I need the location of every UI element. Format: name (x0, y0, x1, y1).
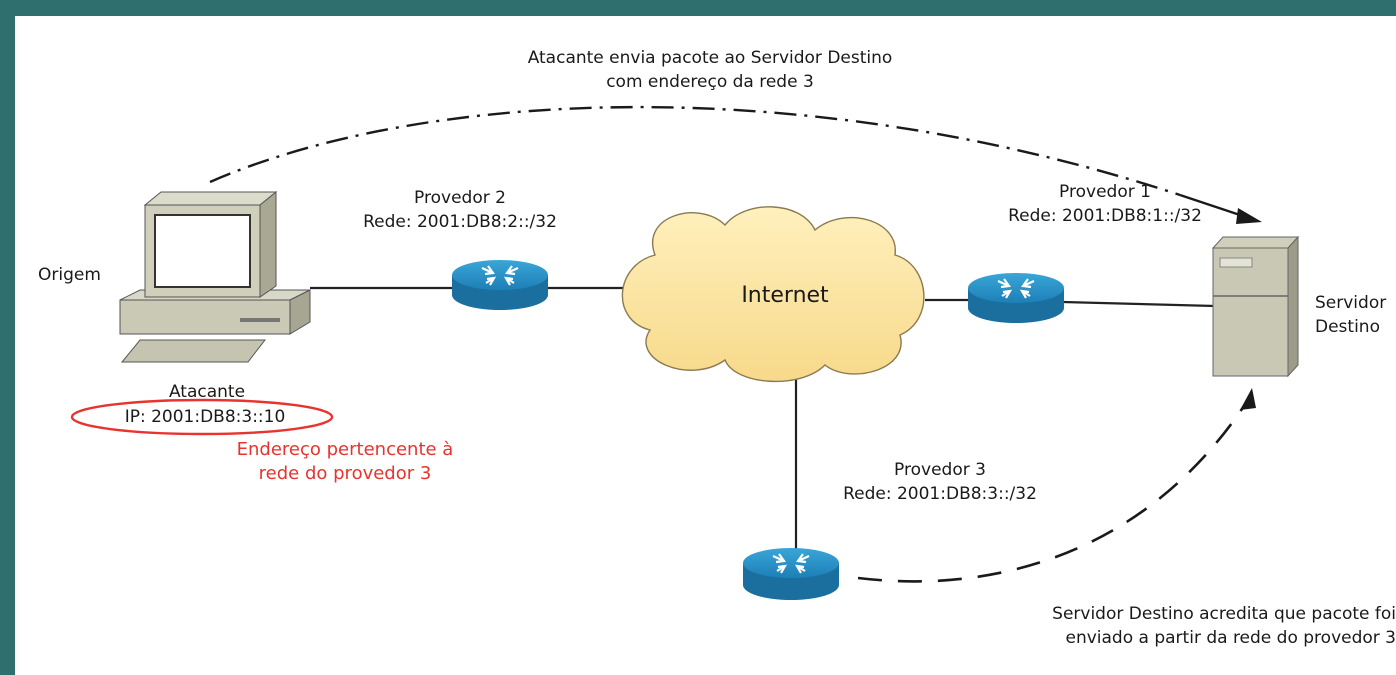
bottom-annotation: Servidor Destino acredita que pacote foi… (970, 602, 1396, 650)
cloud-icon (621, 206, 925, 383)
top-annotation: Atacante envia pacote ao Servidor Destin… (480, 46, 940, 94)
router-icon (452, 260, 548, 310)
bottom-annotation-line1: Servidor Destino acredita que pacote foi (1052, 604, 1396, 624)
provider2-label: Provedor 2 Rede: 2001:DB8:2::/32 (325, 186, 595, 234)
attack-path-arc (209, 105, 1181, 197)
provider1-network: Rede: 2001:DB8:1::/32 (1008, 206, 1202, 226)
provider3-network: Rede: 2001:DB8:3::/32 (843, 484, 1037, 504)
link-router1-server (1062, 300, 1216, 308)
origin-label: Origem (38, 265, 101, 285)
network-diagram (70, 105, 1300, 600)
attacker-label: Atacante (168, 382, 246, 402)
red-note-line2: rede do provedor 3 (258, 463, 432, 484)
internet-label: Internet (741, 283, 829, 308)
bottom-annotation-line2: enviado a partir da rede do provedor 3 (1065, 628, 1396, 648)
provider1-name: Provedor 1 (1059, 182, 1151, 202)
server-label: Servidor Destino (1315, 291, 1386, 339)
provider1-label: Provedor 1 Rede: 2001:DB8:1::/32 (970, 180, 1240, 228)
router-icon (968, 273, 1064, 323)
arrow-head-top (1236, 208, 1262, 224)
server-label-line1: Servidor (1315, 293, 1387, 313)
red-note: Endereço pertencente à rede do provedor … (195, 438, 495, 486)
attacker-ip: IP: 2001:DB8:3::10 (124, 407, 286, 427)
server-icon (1211, 235, 1300, 378)
top-annotation-line1: Atacante envia pacote ao Servidor Destin… (527, 48, 893, 68)
trust-path-arc (857, 399, 1250, 583)
diagram-canvas: Atacante envia pacote ao Servidor Destin… (15, 16, 1396, 675)
provider2-network: Rede: 2001:DB8:2::/32 (363, 212, 557, 232)
top-annotation-line2: com endereço da rede 3 (606, 72, 814, 92)
red-note-line1: Endereço pertencente à (236, 439, 454, 460)
router-icon (743, 548, 839, 600)
computer-icon (119, 190, 311, 363)
provider2-name: Provedor 2 (414, 188, 506, 208)
link-lines (310, 286, 1216, 560)
provider3-name: Provedor 3 (894, 460, 986, 480)
server-label-line2: Destino (1315, 317, 1380, 337)
ip-highlight-ellipse (70, 398, 334, 436)
arrow-head-bottom (1240, 388, 1256, 410)
provider3-label: Provedor 3 Rede: 2001:DB8:3::/32 (805, 458, 1075, 506)
